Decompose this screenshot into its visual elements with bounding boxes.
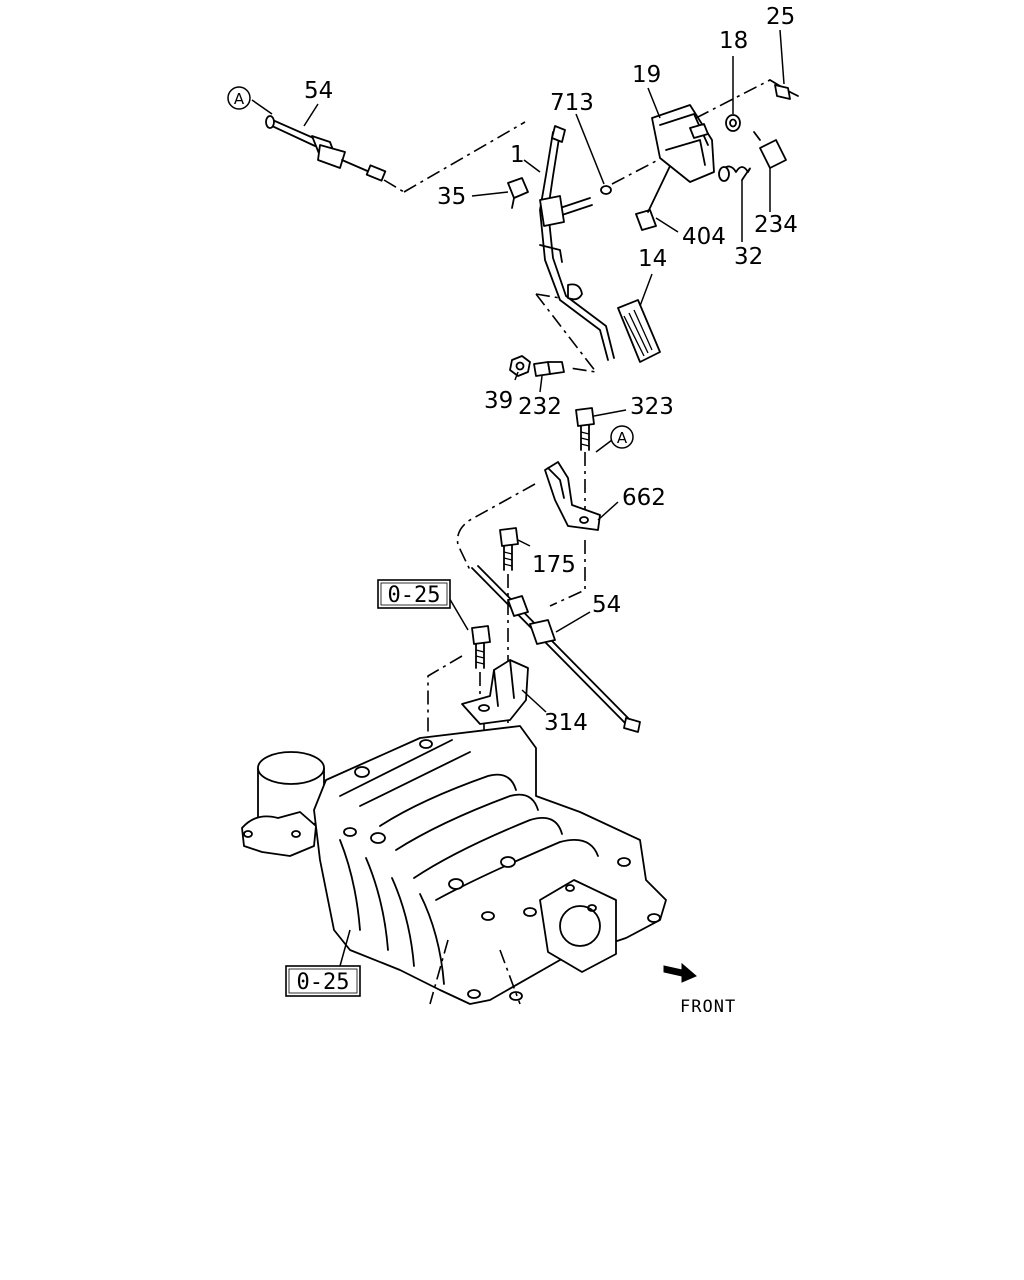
switch-234 (753, 131, 787, 169)
callout-35: 35 (437, 184, 466, 210)
accelerator-cable-upper (265, 115, 526, 193)
svg-text:0-25: 0-25 (388, 583, 441, 608)
washer-713 (600, 185, 612, 195)
callout-25: 25 (766, 4, 795, 30)
spring-32 (718, 165, 751, 182)
bolt-25 (774, 84, 799, 100)
callout-314: 314 (544, 710, 588, 736)
callout-32: 32 (734, 244, 763, 270)
ref-box-lower[interactable]: 0-25 (285, 965, 361, 997)
callout-1: 1 (510, 142, 525, 168)
bolt-left (427, 625, 491, 742)
callout-662: 662 (622, 485, 666, 511)
callout-234: 234 (754, 212, 798, 238)
callout-19: 19 (632, 62, 661, 88)
callout-404: 404 (682, 224, 726, 250)
bracket-662 (544, 461, 601, 531)
callout-54-mid: 54 (592, 592, 621, 618)
clip-35 (507, 177, 529, 209)
pedal-arm (539, 125, 615, 361)
bolt-232 (533, 361, 565, 377)
pedal-pad-14 (617, 299, 661, 363)
bracket-314 (461, 659, 529, 725)
front-arrow-icon (663, 962, 697, 983)
callout-labels: 54 713 1 35 19 18 25 404 32 234 14 39 23… (304, 4, 798, 736)
ref-marker-a-top: A (227, 86, 251, 110)
accelerator-cable-lower (471, 565, 641, 733)
ref-box-upper[interactable]: 0-25 (377, 579, 451, 609)
callout-713: 713 (550, 90, 594, 116)
nut-39 (509, 355, 531, 377)
callout-54-top: 54 (304, 78, 333, 104)
front-label: FRONT (680, 997, 736, 1017)
ref-marker-a-mid: A (610, 425, 634, 449)
assembly-line (535, 293, 598, 374)
callout-18: 18 (719, 28, 748, 54)
pedal-pivot-shaft (539, 195, 593, 227)
svg-text:A: A (617, 429, 628, 447)
clip-404 (635, 165, 671, 231)
bolt-175 (499, 527, 519, 860)
pedal-bracket-19 (651, 79, 791, 183)
leader-lines (251, 29, 785, 713)
nut-18 (725, 114, 741, 132)
callout-232: 232 (518, 394, 562, 420)
bolt-323 (575, 407, 595, 520)
svg-text:0-25: 0-25 (297, 970, 350, 995)
callout-175: 175 (532, 552, 576, 578)
callout-14: 14 (638, 246, 667, 272)
callout-39: 39 (484, 388, 513, 414)
svg-text:A: A (234, 90, 245, 108)
callout-323: 323 (630, 394, 674, 420)
cable-routing-line (456, 483, 536, 571)
intake-manifold (241, 725, 667, 1005)
